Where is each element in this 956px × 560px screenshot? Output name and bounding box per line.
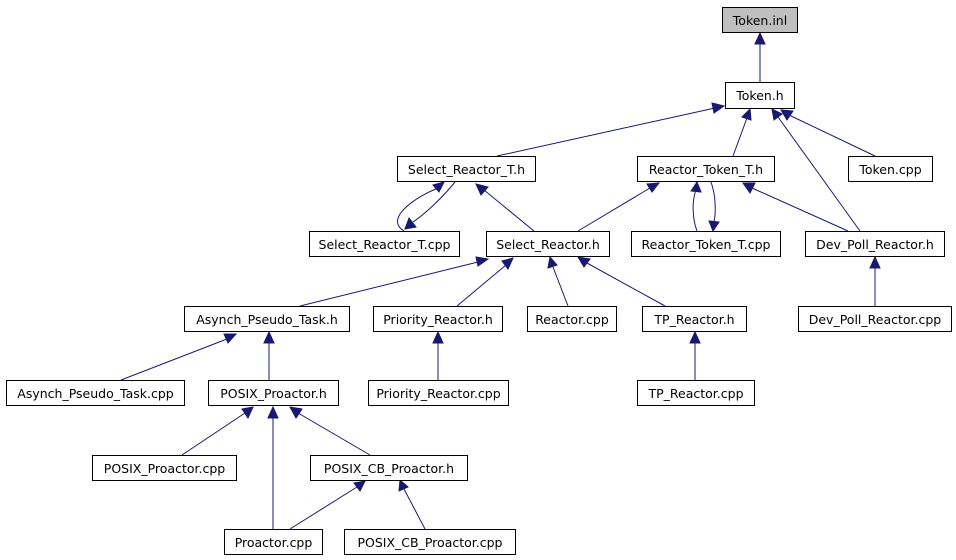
node-posix-cb-proactor-h[interactable]: POSIX_CB_Proactor.h [310, 455, 468, 481]
node-select-reactor-t-h[interactable]: Select_Reactor_T.h [397, 156, 536, 182]
node-asynch-pseudo-task-h[interactable]: Asynch_Pseudo_Task.h [184, 306, 350, 332]
arrowhead [577, 256, 591, 268]
arrowhead [742, 182, 756, 194]
edge-reactor-token-t-h-to-token-h [732, 117, 748, 157]
arrowhead [398, 478, 409, 492]
arrowhead [432, 330, 444, 344]
node-select-reactor-h[interactable]: Select_Reactor.h [486, 231, 610, 257]
arrowhead [689, 330, 701, 344]
arrowhead [741, 107, 752, 121]
node-priority-reactor-cpp[interactable]: Priority_Reactor.cpp [368, 380, 509, 406]
arrowhead [289, 406, 303, 419]
edge-priority-reactor-h-to-select-reactor-h [456, 264, 507, 307]
edge-dev-poll-reactor-h-to-token-h [777, 116, 861, 232]
edge-asynch-pseudo-task-cpp-to-asynch-pseudo-task-h [120, 338, 228, 381]
edge-reactor-token-t-h-to-reactor-token-t-cpp [710, 181, 716, 223]
edge-reactor-token-t-cpp-to-reactor-token-t-h [692, 189, 698, 232]
node-tp-reactor-h[interactable]: TP_Reactor.h [642, 306, 747, 332]
arrowhead [771, 108, 783, 121]
node-token-cpp[interactable]: Token.cpp [848, 156, 933, 182]
edge-select-reactor-t-h-to-select-reactor-t-cpp [412, 181, 456, 223]
edge-select-reactor-t-h-to-token-h [496, 107, 716, 157]
node-reactor-token-t-cpp[interactable]: Reactor_Token_T.cpp [631, 231, 781, 257]
node-reactor-cpp[interactable]: Reactor.cpp [527, 306, 617, 332]
edge-posix-proactor-cpp-to-posix-proactor-h [181, 412, 246, 456]
arrowhead [263, 330, 275, 344]
edge-token-cpp-to-token-h [788, 114, 876, 157]
node-select-reactor-t-cpp[interactable]: Select_Reactor_T.cpp [309, 231, 460, 257]
arrowhead [708, 220, 720, 233]
node-dev-poll-reactor-h[interactable]: Dev_Poll_Reactor.h [805, 231, 945, 257]
edge-posix-cb-proactor-h-to-posix-proactor-h [297, 412, 371, 456]
edge-reactor-cpp-to-select-reactor-h [552, 266, 569, 307]
node-posix-proactor-h[interactable]: POSIX_Proactor.h [208, 380, 339, 406]
arrowhead [547, 255, 558, 269]
arrowhead [223, 333, 238, 344]
arrowhead [241, 406, 254, 420]
arrowhead [646, 182, 661, 193]
arrowhead [353, 480, 366, 492]
arrowhead [404, 216, 417, 230]
node-proactor-cpp[interactable]: Proactor.cpp [224, 529, 323, 555]
edge-asynch-pseudo-task-h-to-select-reactor-h [299, 261, 479, 307]
arrowhead [432, 181, 445, 193]
edge-select-reactor-h-to-select-reactor-t-h [483, 189, 535, 232]
node-token-inl: Token.inl [722, 7, 798, 33]
arrowhead [780, 109, 794, 121]
node-asynch-pseudo-task-cpp[interactable]: Asynch_Pseudo_Task.cpp [6, 380, 185, 406]
arrowhead [475, 183, 489, 196]
node-dev-poll-reactor-cpp[interactable]: Dev_Poll_Reactor.cpp [798, 306, 952, 332]
edge-select-reactor-h-to-reactor-token-t-h [577, 187, 651, 232]
edge-select-reactor-t-cpp-to-select-reactor-t-h [397, 188, 437, 232]
arrowhead [754, 31, 766, 45]
edge-posix-cb-proactor-cpp-to-posix-cb-proactor-h [403, 488, 426, 530]
edge-dev-poll-reactor-h-to-reactor-token-t-h [751, 187, 849, 232]
arrowhead [869, 255, 881, 269]
arrowhead [475, 256, 490, 267]
node-token-h[interactable]: Token.h [725, 82, 795, 109]
node-reactor-token-t-h[interactable]: Reactor_Token_T.h [637, 156, 775, 182]
node-posix-cb-proactor-cpp[interactable]: POSIX_CB_Proactor.cpp [344, 529, 516, 555]
arrowhead [711, 102, 726, 114]
edge-proactor-cpp-to-posix-cb-proactor-h [289, 486, 358, 530]
node-posix-proactor-cpp[interactable]: POSIX_Proactor.cpp [92, 455, 237, 481]
node-tp-reactor-cpp[interactable]: TP_Reactor.cpp [637, 380, 755, 406]
arrowhead [267, 405, 279, 419]
edge-tp-reactor-h-to-select-reactor-h [586, 262, 666, 307]
arrowhead [690, 180, 702, 193]
arrowhead [501, 257, 514, 270]
node-priority-reactor-h[interactable]: Priority_Reactor.h [373, 306, 503, 332]
